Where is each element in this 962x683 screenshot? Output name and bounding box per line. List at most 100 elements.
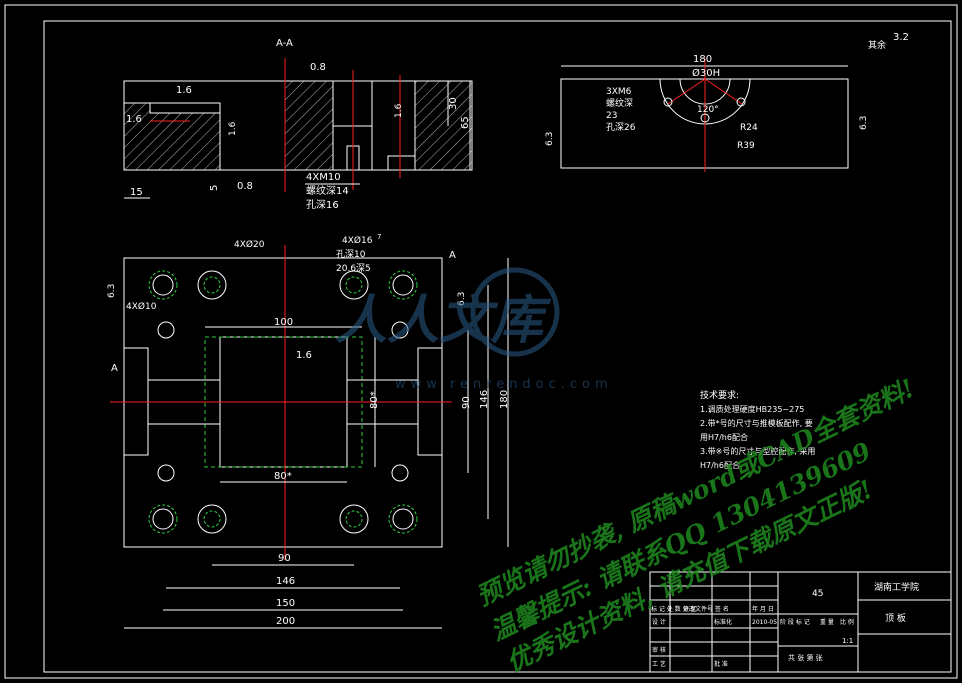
section-hatch-mid (284, 80, 334, 171)
callout-hole-20: 4XØ20 (234, 239, 265, 250)
tb-row-label-4: 设 计 (652, 618, 666, 626)
title-block-frame (649, 571, 952, 673)
tech-notes-title: 技术要求: (700, 389, 739, 401)
tech-note-3: 用H7/h6配合 (700, 432, 748, 442)
side-callout-4: 孔深26 (606, 122, 636, 133)
roughness-section-top: 0.8 (310, 62, 326, 73)
plan-hidden-cavity (204, 336, 363, 468)
callout-hole-16: 4XØ16 (342, 235, 373, 246)
hole-16-tl-in (203, 276, 221, 294)
dim-30: 30 (448, 97, 459, 110)
title-block (649, 571, 952, 673)
dim-80v: 80* (369, 391, 380, 409)
tb-row-label-1: 标 记 处 数 分 区 (651, 605, 697, 613)
tb-part-name: 顶 板 (885, 612, 906, 624)
hole-16-tr-in (345, 276, 363, 294)
side-roughness-right: 6.3 (859, 116, 869, 130)
logo-url: www.renrendoc.com (395, 377, 613, 392)
plan-roughness-left: 6.3 (107, 284, 117, 298)
tb-material: 45 (812, 589, 823, 599)
side-dim-bore: Ø30H (692, 67, 720, 79)
dim-90h: 90 (278, 553, 291, 564)
hole-20-tr-in (392, 274, 414, 296)
tb-standard: 标准化 (714, 618, 732, 626)
hole-20-tr (388, 270, 418, 300)
text-watermark: 预览请勿抄袭, 原稿word或CAD全套资料! 温馨提示: 请联系QQ 1304… (472, 373, 919, 677)
dim-200h: 200 (276, 616, 295, 627)
logo-watermark: 人人文库 www.renrendoc.com (335, 267, 613, 392)
section-hatch-right (414, 80, 473, 171)
tb-scale: 1:1 (842, 637, 853, 645)
section-mark-left: A (111, 363, 118, 374)
dim-15: 15 (130, 187, 143, 198)
hole-10-tr (391, 321, 409, 339)
side-roughness-label: 其余 (868, 39, 886, 51)
logo-text: 人人文库 (335, 290, 552, 351)
side-dim-r24: R24 (740, 123, 758, 133)
tb-stage-1: 阶 段 标 记 (780, 618, 810, 626)
dim-146h: 146 (276, 576, 295, 587)
hole-16-br (339, 504, 369, 534)
section-mark-top: A (449, 250, 456, 261)
roughness-section-bottom: 0.8 (237, 181, 253, 192)
side-dim-r39: R39 (737, 141, 755, 151)
side-callout-1: 3XM6 (606, 87, 632, 97)
tb-stage-2: 重 量 (820, 618, 834, 626)
hole-20-tl-in (152, 274, 174, 296)
dim-180v: 180 (499, 390, 510, 409)
hole-20-bl-in (152, 508, 174, 530)
side-callout-2: 螺纹深 (606, 97, 633, 109)
hole-20-br (388, 504, 418, 534)
side-roughness-left: 6.3 (545, 132, 555, 146)
tech-note-5: H7/h6配合 (700, 460, 740, 470)
hole-16-tr (339, 270, 369, 300)
tb-row-label-6: 工 艺 (652, 660, 666, 668)
side-radial-1 (667, 78, 706, 105)
tb-row-label-5: 审 核 (652, 646, 666, 654)
dim-5: 5 (209, 185, 220, 191)
section-callout-1: 4XM10 (306, 172, 341, 183)
callout-hole-16-tol: 7 (377, 233, 381, 241)
tech-note-1: 1.调质处理硬度HB235~275 (700, 404, 804, 414)
hole-10-tl (157, 321, 175, 339)
callout-hole-depth: 孔深10 (336, 249, 366, 260)
tb-date: 2010-05 (752, 619, 777, 626)
hole-16-bl-in (203, 510, 221, 528)
plan-roughness-cavity: 1.6 (296, 350, 312, 361)
side-thread-hole-1 (663, 97, 673, 107)
roughness-section-left: 1.6 (176, 85, 192, 96)
side-dim-180: 180 (693, 54, 712, 65)
dim-80h: 80* (274, 471, 292, 482)
side-radial-2 (704, 78, 743, 105)
tb-row-label-2: 更改文件号 签 名 (683, 605, 729, 613)
tb-sheet: 共 张 第 张 (788, 653, 823, 662)
section-callout-2: 螺纹深14 (306, 184, 349, 197)
tb-row-label-7: 批 准 (714, 660, 728, 668)
plan-view (110, 245, 509, 629)
dim-100: 100 (274, 317, 293, 328)
tb-stage-3: 比 例 (840, 618, 854, 626)
dim-146v: 146 (479, 390, 490, 409)
section-title: A-A (276, 38, 293, 49)
hole-10-br (391, 464, 409, 482)
tb-row-label-3: 年 月 日 (752, 605, 774, 613)
section-notch (387, 155, 416, 171)
side-roughness-corner: 3.2 (893, 32, 909, 43)
dim-90v: 90 (461, 396, 472, 409)
inner-frame (43, 20, 952, 673)
watermark-line-2: 温馨提示: 请联系QQ 1304139609 (486, 437, 875, 647)
side-thread-hole-2 (736, 97, 746, 107)
side-thread-hole-3 (700, 113, 710, 123)
section-view: A-A (123, 38, 473, 199)
roughness-section-right: 1.6 (394, 103, 404, 118)
hole-20-bl (148, 504, 178, 534)
dim-150h: 150 (276, 598, 295, 609)
hole-16-br-in (345, 510, 363, 528)
section-callout-3: 孔深16 (306, 199, 339, 211)
tb-school: 湖南工学院 (874, 581, 919, 593)
side-callout-3: 23 (606, 111, 617, 121)
side-dim-angle: 120° (697, 105, 719, 115)
hole-20-tl (148, 270, 178, 300)
callout-counterbore: 20.6深5 (336, 263, 371, 274)
